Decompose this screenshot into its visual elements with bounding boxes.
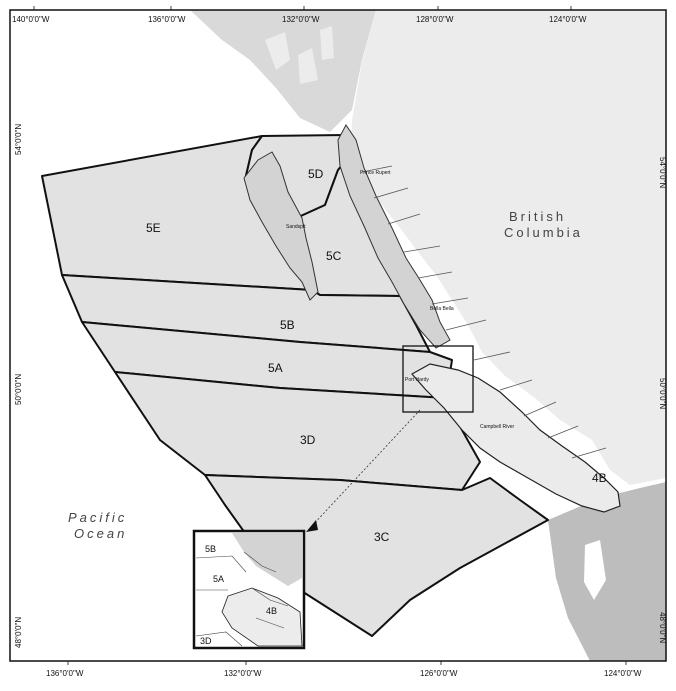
zone-label: 5B (280, 318, 295, 332)
inset-pointer (309, 409, 421, 529)
graticule-label-left: 48°0'0"N (14, 617, 23, 648)
zone-label: 3C (374, 530, 390, 544)
inset-zone-label: 5A (213, 574, 224, 584)
us-sound (584, 540, 606, 600)
graticule-label-left: 50°0'0"N (14, 374, 23, 405)
region-label: British (509, 209, 566, 224)
zone-label: 5C (326, 249, 342, 263)
zone-label: 5D (308, 167, 324, 181)
graticule-label-bottom: 126°0'0"W (420, 669, 458, 678)
zone-label: 5A (268, 361, 283, 375)
inset-land (232, 533, 302, 586)
place-label: Sandspit (286, 224, 306, 230)
zone-label: 5E (146, 221, 161, 235)
graticule-label-top: 128°0'0"W (416, 15, 454, 24)
inset-locator-box (402, 345, 474, 413)
us-land (548, 482, 666, 661)
coast-inlets (361, 165, 607, 459)
inset-zone-label: 4B (266, 606, 277, 616)
graticule-label-bottom: 132°0'0"W (224, 669, 262, 678)
graticule-ticks (33, 6, 627, 665)
place-label: Prince Rupert (360, 170, 391, 176)
graticule-label-top: 140°0'0"W (12, 15, 50, 24)
graticule-label-right: 48°0'0"N (658, 612, 667, 643)
northern-lakes (265, 26, 334, 84)
graticule-label-top: 132°0'0"W (282, 15, 320, 24)
inset-zone-label: 5B (205, 544, 216, 554)
region-label: Columbia (504, 225, 583, 240)
place-label: Bella Bella (430, 306, 454, 312)
graticule-label-right: 50°0'0"N (658, 378, 667, 409)
zone-label: 4B (592, 471, 607, 485)
bc-mainland (350, 10, 666, 485)
map-frame (9, 9, 667, 662)
inset-island (221, 587, 303, 647)
graticule-label-right: 54°0'0"N (658, 157, 667, 188)
graticule-label-top: 124°0'0"W (549, 15, 587, 24)
graticule-label-bottom: 136°0'0"W (46, 669, 84, 678)
inset-map: 5B 5A 4B 3D (192, 529, 306, 650)
graticule-label-bottom: 124°0'0"W (604, 669, 642, 678)
place-label: Campbell River (480, 424, 515, 430)
zone-label: 3D (300, 433, 316, 447)
graticule-label-left: 54°0'0"N (14, 124, 23, 155)
place-label: Port Hardy (405, 377, 429, 383)
ocean-label: Pacific (68, 510, 127, 525)
graticule-label-top: 136°0'0"W (148, 15, 186, 24)
inset-zone-label: 3D (200, 636, 212, 646)
zone-3d (114, 371, 481, 491)
haida-gwaii (243, 151, 319, 301)
coastal-islands (337, 124, 451, 349)
vancouver-island (411, 363, 621, 513)
inset-arrowhead (306, 520, 318, 532)
ocean-label: Ocean (74, 526, 127, 541)
